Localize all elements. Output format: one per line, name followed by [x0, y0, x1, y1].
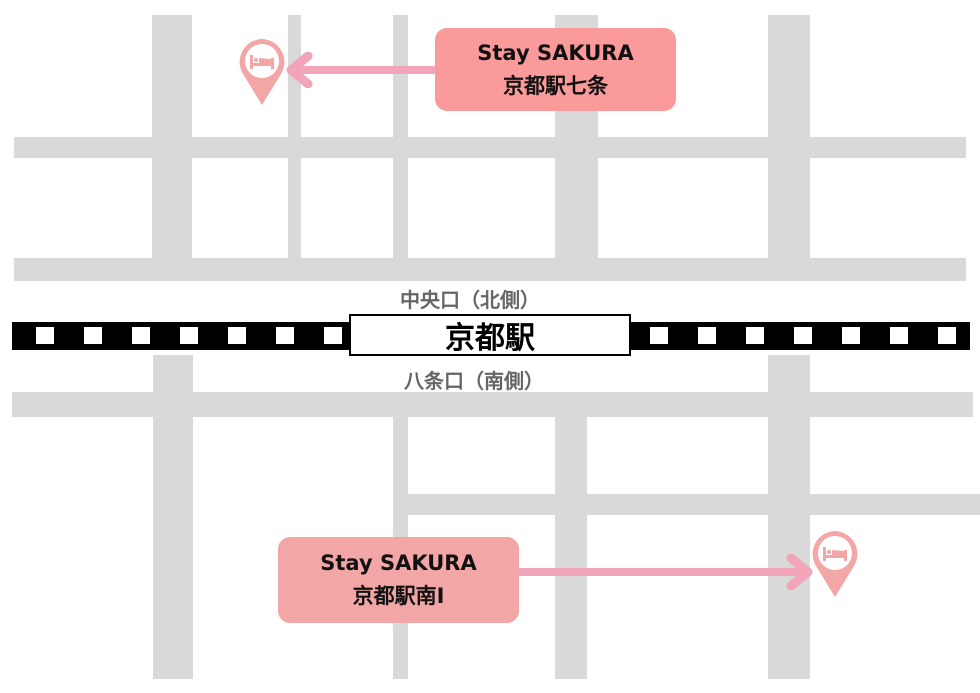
location-branch: 京都駅七条	[503, 73, 608, 98]
rail-tie	[938, 327, 956, 344]
rail-tie	[132, 327, 150, 344]
rail-tie	[746, 327, 764, 344]
rail-tie	[276, 327, 294, 344]
road-horizontal	[14, 137, 966, 158]
location-label-shichijo[interactable]: Stay SAKURA 京都駅七条	[435, 28, 676, 111]
road-horizontal	[408, 494, 980, 515]
hotel-bed-pin-icon[interactable]	[810, 529, 860, 599]
arrow-left-icon	[286, 52, 438, 88]
road-horizontal	[12, 392, 973, 417]
station-name: 京都駅	[445, 321, 535, 356]
rail-tie	[180, 327, 198, 344]
rail-tie	[794, 327, 812, 344]
rail-tie	[890, 327, 908, 344]
location-name: Stay SAKURA	[320, 551, 477, 575]
road-vertical	[393, 392, 408, 679]
rail-tie	[698, 327, 716, 344]
road-horizontal	[14, 258, 966, 281]
road-vertical	[555, 392, 587, 679]
rail-tie	[842, 327, 860, 344]
location-name: Stay SAKURA	[477, 40, 634, 65]
north-exit-label: 中央口（北側）	[400, 288, 540, 312]
hotel-bed-pin-icon[interactable]	[237, 37, 287, 107]
rail-tie	[650, 327, 668, 344]
rail-tie	[228, 327, 246, 344]
rail-tie	[36, 327, 54, 344]
location-label-minami-1[interactable]: Stay SAKURA 京都駅南Ⅰ	[278, 537, 519, 623]
station-name-box: 京都駅	[349, 314, 631, 356]
location-branch: 京都駅南Ⅰ	[352, 584, 445, 608]
rail-tie	[84, 327, 102, 344]
rail-tie	[324, 327, 342, 344]
arrow-right-icon	[518, 554, 813, 590]
south-exit-label: 八条口（南側）	[404, 369, 544, 393]
